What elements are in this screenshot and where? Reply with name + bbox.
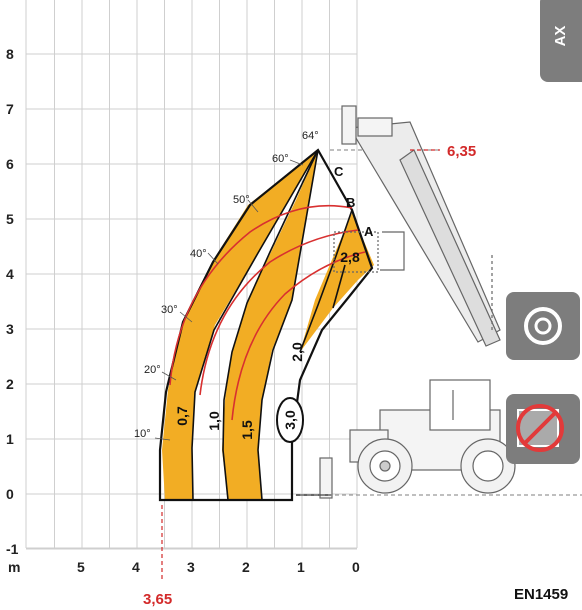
capacity-label: 1,5 — [239, 420, 255, 440]
y-tick-label: 0 — [6, 486, 14, 502]
side-tab — [540, 0, 582, 82]
angle-label: 10° — [134, 428, 151, 440]
annotations — [161, 149, 440, 580]
x-tick-label: 1 — [297, 559, 305, 575]
capacity-zones — [158, 148, 374, 502]
x-tick-label: 3 — [187, 559, 195, 575]
zone-divider — [191, 149, 319, 501]
stabilizer-mode-icon — [506, 292, 580, 360]
boom-position-label: C — [334, 164, 344, 179]
y-tick-label: 8 — [6, 46, 14, 62]
telehandler-illustration — [296, 105, 582, 499]
zone-divider — [222, 149, 319, 501]
x-tick-label: 2 — [242, 559, 250, 575]
capacity-label: 2,8 — [340, 249, 360, 265]
capacity-label: 3,0 — [282, 410, 298, 430]
capacity-badge — [276, 397, 304, 443]
side-tab-label: AX — [552, 26, 569, 47]
y-tick-label: 5 — [6, 211, 14, 227]
boom-position-label: A — [364, 224, 374, 239]
y-tick-label: -1 — [6, 541, 19, 557]
max-height-label: 6,35 — [447, 143, 476, 160]
target-ring-icon — [524, 307, 562, 345]
y-tick-label: 6 — [6, 156, 14, 172]
x-tick-label: 5 — [77, 559, 85, 575]
y-tick-label: 3 — [6, 321, 14, 337]
prohibited-icon — [516, 404, 564, 452]
max-reach-label: 3,65 — [143, 591, 172, 608]
capacity-label: 2,0 — [289, 342, 305, 362]
angle-label: 60° — [272, 153, 289, 165]
zone-2-8-band — [300, 213, 374, 352]
red-radius-arc — [231, 251, 366, 421]
angle-label: 20° — [144, 364, 161, 376]
capacity-label: 0,7 — [174, 406, 190, 426]
y-tick-label: 4 — [6, 266, 14, 282]
angle-label: 50° — [233, 194, 250, 206]
angle-markers — [154, 159, 304, 441]
capacity-label: 1,0 — [206, 411, 222, 431]
angle-label: 30° — [161, 304, 178, 316]
zone-divider — [257, 149, 319, 501]
y-tick-label: 2 — [6, 376, 14, 392]
x-tick-label: 0 — [352, 559, 360, 575]
x-axis-unit: m — [8, 559, 20, 575]
side-panel — [506, 0, 582, 464]
zone-1-5-band — [222, 150, 318, 500]
standard-label: EN1459 — [514, 586, 568, 603]
boom-position-label: B — [346, 195, 355, 210]
zone-divider — [332, 264, 346, 309]
red-radius-arc — [199, 229, 359, 396]
y-tick-label: 7 — [6, 101, 14, 117]
y-tick-label: 1 — [6, 431, 14, 447]
x-tick-label: 4 — [132, 559, 140, 575]
angle-label: 64° — [302, 130, 319, 142]
red-radius-arc — [169, 205, 353, 386]
angle-label: 40° — [190, 248, 207, 260]
